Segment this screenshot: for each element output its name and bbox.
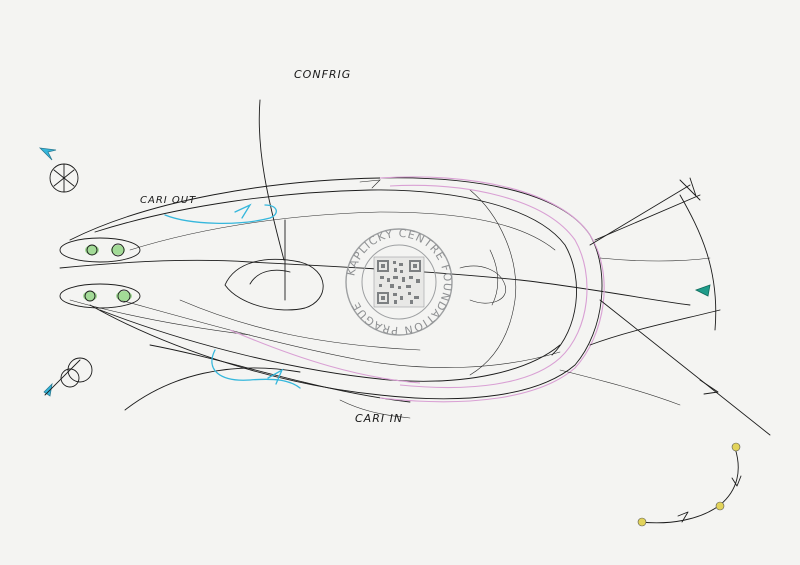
label-confrig: CONFRIG xyxy=(294,68,351,81)
pink-overlay xyxy=(229,176,605,403)
label-cari-in: CARI IN xyxy=(355,412,403,425)
tail-fin xyxy=(559,177,771,436)
left-arrow-icons xyxy=(38,147,93,397)
cyan-flow-lines xyxy=(164,203,301,389)
yellow-chain xyxy=(637,442,742,527)
core-body xyxy=(224,99,507,311)
leader-lines xyxy=(339,179,411,419)
archive-stamp: KAPLICKY CENTRE FOUNDATION PRAGUE xyxy=(344,227,453,337)
teal-arrow-icon xyxy=(694,284,711,297)
intake-nozzles xyxy=(59,237,141,309)
hull-outline xyxy=(59,177,691,411)
qr-code-icon xyxy=(373,256,425,308)
label-cari-out: CARI OUT xyxy=(140,195,196,206)
